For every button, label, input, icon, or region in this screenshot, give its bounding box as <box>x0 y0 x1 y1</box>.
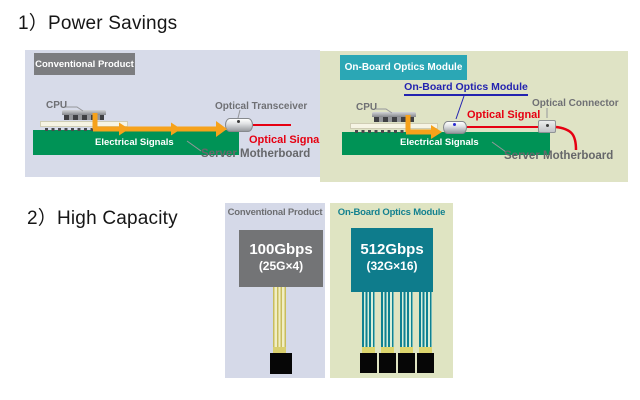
cpu-bga-balls <box>45 128 123 131</box>
onboard-module-label: On-Board Optics Module <box>404 81 528 96</box>
onboard-panel-header: On-Board Optics Module <box>340 55 467 80</box>
capacity-lanes: (25G×4) <box>258 259 304 273</box>
optical-cable-ribbon <box>362 292 375 349</box>
conventional-panel-header: Conventional Product <box>34 53 135 75</box>
onboard-card-title: On-Board Optics Module <box>337 207 446 218</box>
cpu-chip-lid <box>62 110 106 115</box>
electrical-cable-ribbon <box>273 287 286 349</box>
transceiver-dot <box>237 120 240 123</box>
cpu-chip-body <box>64 115 104 120</box>
module-pointer-line <box>455 95 465 120</box>
section2-heading: 2）High Capacity <box>27 208 178 229</box>
conventional-product-panel: Conventional Product CPU Optical Transce… <box>25 50 323 177</box>
server-motherboard-label: Server Motherboard <box>201 148 311 160</box>
electrical-signals-label: Electrical Signals <box>400 137 479 148</box>
optical-fiber-curve <box>555 125 578 151</box>
optical-connector-label: Optical Connector <box>532 98 619 109</box>
cable-connector <box>270 353 292 374</box>
conventional-card-title: Conventional Product <box>227 207 323 218</box>
onboard-capacity-card: On-Board Optics Module 512Gbps (32G×16) <box>330 203 453 378</box>
conventional-capacity-card: Conventional Product 100Gbps (25G×4) <box>225 203 325 378</box>
optical-cable-ribbon <box>400 292 413 349</box>
cpu-substrate <box>40 121 128 127</box>
onboard-panel-title: On-Board Optics Module <box>344 62 463 73</box>
cable-tip <box>362 347 375 353</box>
optical-signal-label: Optical Signal <box>249 134 323 146</box>
optical-cable-ribbon <box>381 292 394 349</box>
capacity-box-onboard: 512Gbps (32G×16) <box>351 228 433 292</box>
module-dot <box>453 123 456 126</box>
server-motherboard-label: Server Motherboard <box>504 150 614 162</box>
cable-connector <box>360 353 377 373</box>
onboard-optics-panel: On-Board Optics Module On-Board Optics M… <box>320 51 628 182</box>
cable-tip <box>400 347 413 353</box>
cpu-substrate <box>350 123 438 129</box>
cpu-label: CPU <box>46 100 68 111</box>
section1-heading: 1）Power Savings <box>18 13 178 34</box>
connector-dot <box>546 124 549 127</box>
optical-cable-ribbon <box>419 292 432 349</box>
cpu-chip-lid <box>372 112 416 117</box>
capacity-lanes: (32G×16) <box>366 259 418 273</box>
cable-connector <box>379 353 396 373</box>
cable-connector <box>398 353 415 373</box>
electrical-signals-label: Electrical Signals <box>95 137 174 148</box>
optical-signal-label: Optical Signal <box>467 109 541 121</box>
onboard-optics-module-device <box>443 121 467 134</box>
conventional-panel-title: Conventional Product <box>35 58 134 70</box>
cable-tip <box>419 347 432 353</box>
cable-tip <box>273 347 286 353</box>
cable-connector <box>417 353 434 373</box>
cpu-bga-balls <box>355 130 433 133</box>
capacity-value: 512Gbps <box>360 241 424 258</box>
cpu-chip-body <box>374 117 414 122</box>
cable-tip <box>381 347 394 353</box>
optical-transceiver-label: Optical Transceiver <box>215 101 308 112</box>
server-motherboard <box>33 130 239 155</box>
cpu-label: CPU <box>356 102 378 113</box>
capacity-value: 100Gbps <box>249 241 313 258</box>
capacity-box-conventional: 100Gbps (25G×4) <box>239 230 323 287</box>
